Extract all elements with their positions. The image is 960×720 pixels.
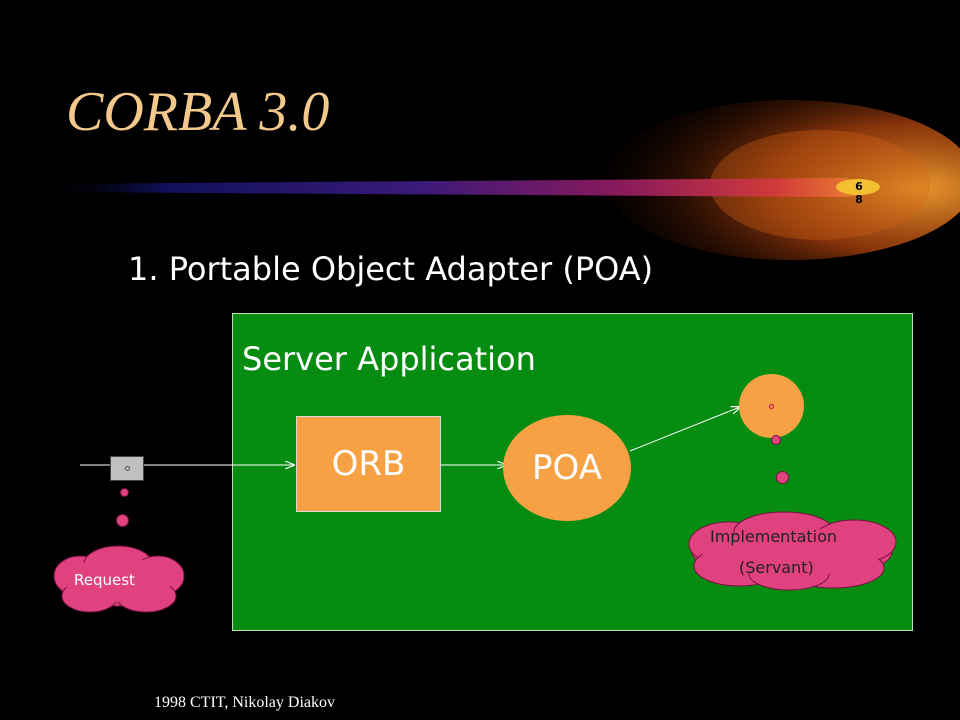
request-label: Request <box>74 571 135 589</box>
request-cloud <box>53 545 185 613</box>
servant-bubble-small <box>771 435 781 445</box>
request-bubble-medium <box>116 514 129 527</box>
slide-title: CORBA 3.0 <box>66 81 330 143</box>
orb-label: ORB <box>331 444 406 484</box>
slide-number: 6 8 <box>853 180 865 206</box>
orb-box: ORB <box>296 416 441 512</box>
request-bubble-small <box>120 488 129 497</box>
server-application-label: Server Application <box>242 340 536 378</box>
poa-label: POA <box>532 448 602 488</box>
slide-subtitle: 1. Portable Object Adapter (POA) <box>128 250 654 288</box>
servant-label: (Servant) <box>739 558 814 577</box>
servant-object-dot <box>769 404 774 409</box>
request-object-dot <box>125 466 130 471</box>
poa-ellipse: POA <box>503 415 631 521</box>
slide-number-digit-2: 8 <box>855 193 863 206</box>
implementation-cloud <box>688 511 897 591</box>
poa-to-servant-arrow <box>629 407 740 452</box>
implementation-label: Implementation <box>710 527 838 546</box>
footer-credit: 1998 CTIT, Nikolay Diakov <box>154 694 336 711</box>
servant-bubble-medium <box>776 471 789 484</box>
slide-number-digit-1: 6 <box>855 180 863 193</box>
